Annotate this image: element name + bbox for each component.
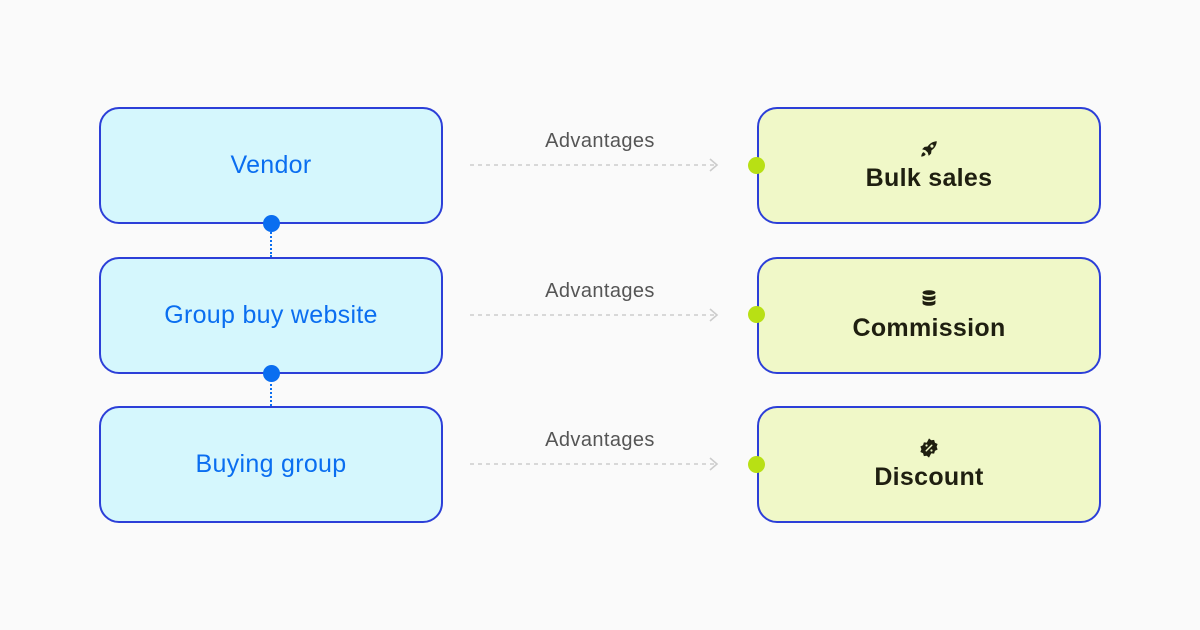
node-buying-group-label: Buying group — [195, 450, 347, 478]
edge-label-advantages-3: Advantages — [545, 429, 655, 451]
vertical-connector-website-buying-group — [270, 379, 272, 406]
edge-arrow-3 — [470, 457, 719, 471]
connector-dot-website — [263, 365, 280, 382]
node-bulk-sales-label: Bulk sales — [865, 164, 993, 192]
node-discount-label: Discount — [874, 463, 984, 491]
node-group-buy-website: Group buy website — [99, 257, 443, 374]
connector-dot-discount — [748, 456, 765, 473]
node-commission: Commission — [757, 257, 1101, 374]
edge-arrow-1 — [470, 158, 719, 172]
node-commission-label: Commission — [852, 314, 1006, 342]
node-group-buy-website-label: Group buy website — [164, 301, 378, 329]
node-vendor-label: Vendor — [230, 151, 312, 179]
vertical-connector-vendor-website — [270, 229, 272, 257]
node-bulk-sales: Bulk sales — [757, 107, 1101, 224]
connector-dot-vendor — [263, 215, 280, 232]
edge-label-advantages-1: Advantages — [545, 130, 655, 152]
edge-arrow-2 — [470, 308, 719, 322]
node-vendor: Vendor — [99, 107, 443, 224]
connector-dot-commission — [748, 306, 765, 323]
node-buying-group: Buying group — [99, 406, 443, 523]
connector-dot-bulk-sales — [748, 157, 765, 174]
node-discount: Discount — [757, 406, 1101, 523]
coin-stack-icon — [922, 290, 936, 306]
discount-badge-icon — [920, 438, 938, 458]
edge-label-advantages-2: Advantages — [545, 280, 655, 302]
rocket-icon — [921, 141, 937, 157]
